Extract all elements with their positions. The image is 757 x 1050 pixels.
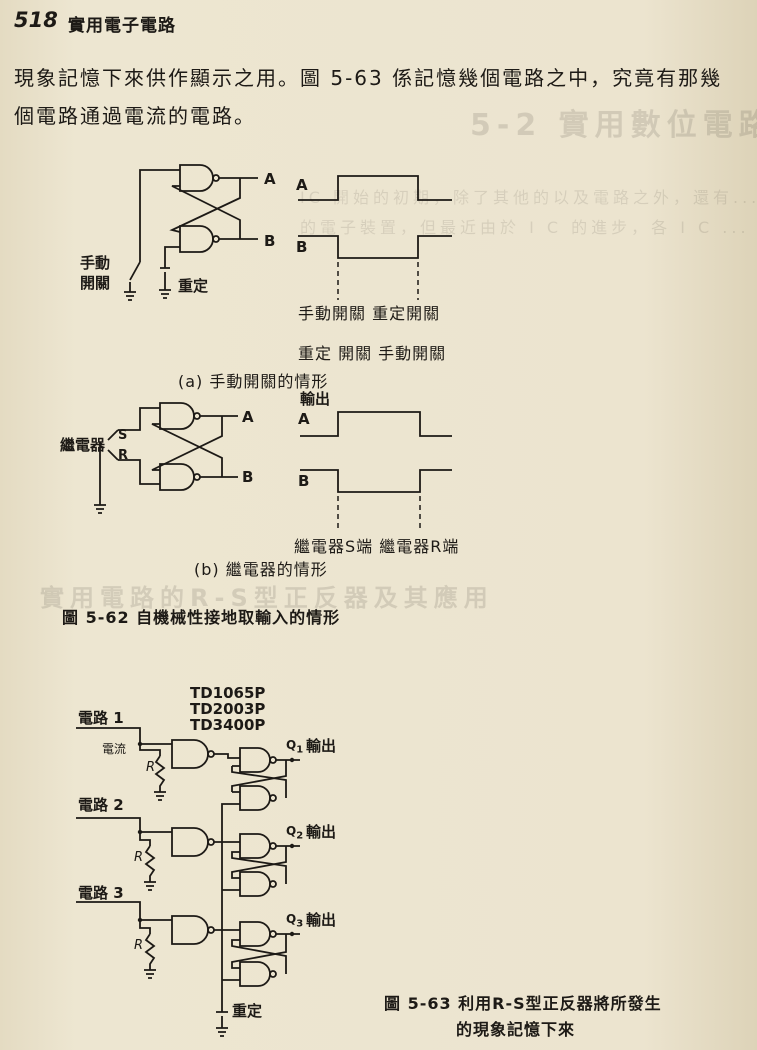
fig63-ic-1: TD1065P xyxy=(190,684,266,702)
fig62b-label-a: A xyxy=(242,408,254,426)
bleed-para-1: IC 開始的初期，除了其他的以及電路之外，還有... xyxy=(300,188,757,207)
fig63-current: 電流 xyxy=(102,742,127,756)
fig62a-manual-switch-2: 開關 xyxy=(80,274,111,292)
fig62a-reset: 重定 xyxy=(178,277,209,295)
fig63-reset: 重定 xyxy=(232,1002,263,1020)
intro-line-1: 現象記憶下來供作顯示之用。圖 5-63 係記憶幾個電路之中，究竟有那幾 xyxy=(14,66,723,90)
fig62b-wave-b: B xyxy=(298,472,310,490)
fig62a-manual-switch: 手動 xyxy=(80,254,111,272)
fig63-q2-sub: 2 xyxy=(296,830,304,842)
fig62b-output: 輸出 xyxy=(300,390,331,408)
intro-line-2: 個電路通過電流的電路。 xyxy=(14,104,256,128)
fig62b-annot: 繼電器S端 繼電器R端 xyxy=(294,537,460,556)
running-title: 實用電子電路 xyxy=(68,16,176,36)
fig63-q1: Q1 xyxy=(286,738,304,756)
fig63-r2: R xyxy=(134,850,144,865)
fig63-q1-sub: 1 xyxy=(296,744,304,756)
fig62a-wave-b: B xyxy=(296,238,308,256)
bleed-heading-2: 實用電路的R-S型正反器及其應用 xyxy=(40,584,494,612)
fig63-output-2: 輸出 xyxy=(306,823,337,841)
fig62b-caption: (b) 繼電器的情形 xyxy=(194,560,328,579)
fig63-circuit-1: 電路 1 xyxy=(78,709,124,727)
fig62b-wave-a: A xyxy=(298,410,310,428)
fig62a-wave-a: A xyxy=(296,176,308,194)
fig63-q3-sub: 3 xyxy=(296,918,304,930)
page-number: 518 xyxy=(14,8,58,32)
fig63-q3: Q3 xyxy=(286,912,304,930)
fig62b-pin-s: S xyxy=(118,428,128,443)
fig63-circuit-3: 電路 3 xyxy=(78,884,124,902)
fig62b-relay: 繼電器 xyxy=(60,436,106,454)
fig62a-caption: (a) 手動開關的情形 xyxy=(178,372,329,391)
fig63-r1: R xyxy=(146,760,156,775)
fig62a-annot-top: 手動開關 重定開關 xyxy=(298,304,441,323)
fig62a-label-b: B xyxy=(264,232,276,250)
fig63-circuit-2: 電路 2 xyxy=(78,796,124,814)
fig63-r3: R xyxy=(134,938,144,953)
bleed-para-2: 的電子裝置，但最近由於 I C 的進步，各 I C ... xyxy=(300,218,750,237)
fig62b-label-b: B xyxy=(242,468,254,486)
fig62-caption: 圖 5-62 自機械性接地取輸入的情形 xyxy=(62,608,341,627)
fig63-caption-line-2: 的現象記憶下來 xyxy=(456,1020,576,1039)
bleed-heading-1: 5-2 實用數位電路 xyxy=(470,108,757,143)
fig63-ic-2: TD2003P xyxy=(190,700,266,718)
fig62a-annot-bottom: 重定 開關 手動開關 xyxy=(298,344,447,363)
fig62a-label-a: A xyxy=(264,170,276,188)
fig63-caption-line-1: 圖 5-63 利用R-S型正反器將所發生 xyxy=(384,994,662,1013)
fig63-q2: Q2 xyxy=(286,824,304,842)
fig62b-pin-r: R xyxy=(118,448,129,463)
fig63-output-3: 輸出 xyxy=(306,911,337,929)
fig63-output-1: 輸出 xyxy=(306,737,337,755)
fig63-ic-3: TD3400P xyxy=(190,716,266,734)
